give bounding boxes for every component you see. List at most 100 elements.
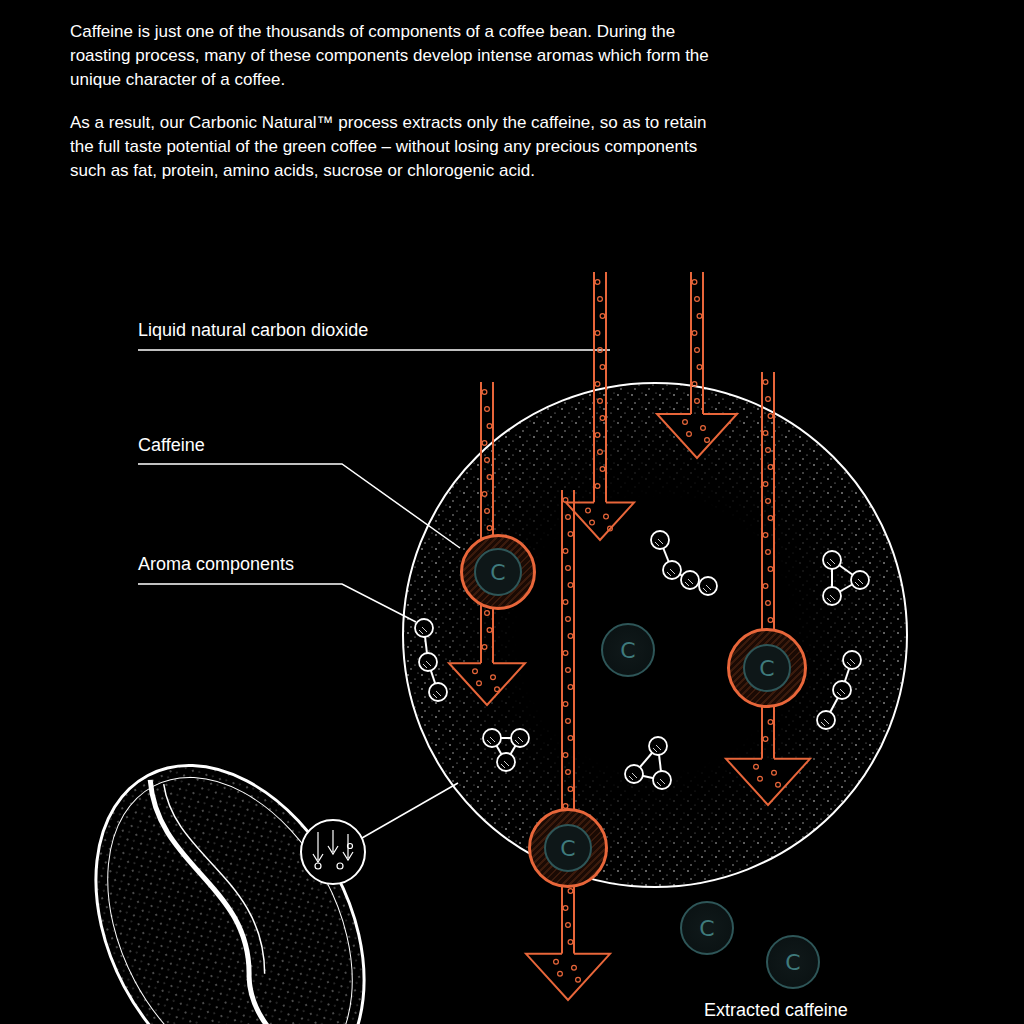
- callout-label: Extracted caffeine: [704, 998, 848, 1023]
- bubble: [563, 498, 568, 503]
- arrow-head: [449, 663, 525, 705]
- arrow-shaft: [594, 272, 606, 503]
- bubble: [568, 634, 573, 639]
- bubble: [568, 940, 573, 945]
- bubble: [768, 465, 773, 470]
- bubble: [701, 426, 706, 431]
- aroma-molecule: [651, 531, 717, 595]
- atom: [681, 571, 699, 589]
- atom-hatch: [433, 691, 441, 698]
- bubble: [768, 720, 773, 725]
- bubble: [600, 365, 605, 370]
- bubble: [485, 458, 490, 463]
- caffeine-symbol: C: [560, 836, 575, 861]
- caffeine-leader: [138, 464, 460, 548]
- bubble: [683, 420, 688, 425]
- bubble: [768, 618, 773, 623]
- bubble: [482, 492, 487, 497]
- bubble: [766, 499, 771, 504]
- bubble: [554, 959, 559, 964]
- atom-hatch: [703, 585, 711, 592]
- caffeine-symbol: C: [490, 560, 505, 585]
- atom-hatch: [827, 559, 835, 566]
- atom-hatch: [657, 779, 665, 786]
- bubble: [766, 448, 771, 453]
- bubble: [763, 533, 768, 538]
- bubble: [566, 515, 571, 520]
- atom: [833, 681, 851, 699]
- atom: [823, 551, 841, 569]
- bubble: [485, 611, 490, 616]
- aroma-molecules: [415, 531, 869, 789]
- bubble: [473, 669, 478, 674]
- atom: [625, 765, 643, 783]
- caffeine-molecule: C: [460, 534, 536, 610]
- bubble: [772, 770, 777, 775]
- bubble: [768, 414, 773, 419]
- bubble: [572, 965, 577, 970]
- arrow-shaft: [691, 272, 703, 414]
- bubble: [692, 331, 697, 336]
- arrow-shaft: [481, 382, 493, 663]
- co2-arrow: [566, 272, 634, 540]
- callout-label: Liquid natural carbon dioxide: [138, 318, 368, 343]
- atom-hatch: [827, 595, 835, 602]
- atom: [419, 653, 437, 671]
- bubble: [763, 737, 768, 742]
- bubble: [766, 397, 771, 402]
- co2-arrow: [657, 272, 737, 458]
- bubble: [754, 764, 759, 769]
- co2-leader: [138, 349, 610, 351]
- intro-paragraph: As a result, our Carbonic Natural™ proce…: [70, 111, 730, 182]
- atom: [651, 531, 669, 549]
- atom-hatch: [847, 659, 855, 666]
- bubble: [768, 516, 773, 521]
- bubble: [604, 514, 609, 519]
- bubble: [768, 567, 773, 572]
- bubble: [558, 971, 563, 976]
- atom-hatch: [423, 661, 431, 668]
- bubble: [697, 314, 702, 319]
- atom-hatch: [667, 569, 675, 576]
- arrow-head: [566, 503, 634, 540]
- co2-arrows: [449, 272, 810, 1000]
- aroma-molecule: [817, 651, 861, 729]
- atom-hatch: [653, 745, 661, 752]
- bubble: [600, 416, 605, 421]
- bubble: [576, 977, 581, 982]
- atom-hatch: [419, 627, 427, 634]
- atom: [817, 711, 835, 729]
- co2-arrow: [726, 372, 810, 805]
- co2-arrow: [526, 490, 610, 1000]
- arrow-head: [657, 414, 737, 458]
- bubble: [487, 475, 492, 480]
- caffeine-molecule: C: [680, 901, 734, 955]
- inset-circle: [301, 820, 365, 884]
- atom: [843, 651, 861, 669]
- callout-label: Aroma components: [138, 552, 294, 577]
- bubble: [563, 549, 568, 554]
- bubble: [563, 702, 568, 707]
- bubble: [598, 297, 603, 302]
- bubble: [598, 348, 603, 353]
- bubble: [566, 923, 571, 928]
- atom: [699, 577, 717, 595]
- bubble: [568, 889, 573, 894]
- caffeine-symbol: C: [699, 916, 714, 941]
- bubble: [763, 380, 768, 385]
- atom-hatch: [629, 773, 637, 780]
- bubble: [487, 424, 492, 429]
- caffeine-molecule: C: [528, 808, 608, 888]
- bubble: [568, 583, 573, 588]
- atom: [653, 771, 671, 789]
- bubble: [595, 433, 600, 438]
- bubble: [608, 526, 613, 531]
- bubble: [566, 617, 571, 622]
- callout-label: Caffeine: [138, 433, 205, 458]
- aroma-molecule: [625, 737, 671, 789]
- bubble: [598, 450, 603, 455]
- bubble: [563, 651, 568, 656]
- atom-hatch: [837, 689, 845, 696]
- arrow-head: [526, 954, 610, 1000]
